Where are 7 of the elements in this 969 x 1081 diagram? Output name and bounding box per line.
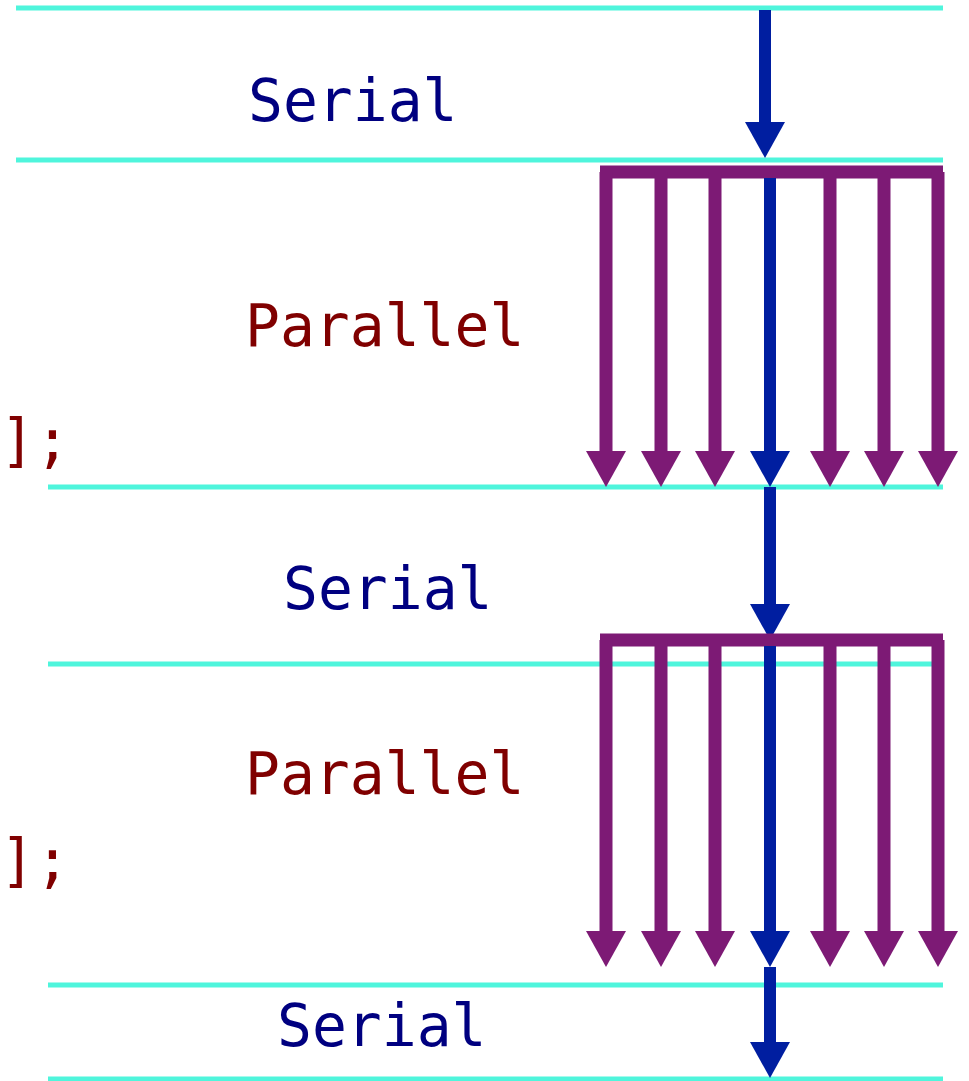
phase-label: Parallel bbox=[245, 745, 525, 803]
code-fragment: ]; bbox=[0, 832, 70, 890]
code-fragment: ]; bbox=[0, 412, 70, 470]
phase-label: Serial bbox=[283, 560, 493, 618]
phase-label: Parallel bbox=[245, 297, 525, 355]
phase-label: Serial bbox=[248, 72, 458, 130]
phase-label: Serial bbox=[277, 997, 487, 1055]
